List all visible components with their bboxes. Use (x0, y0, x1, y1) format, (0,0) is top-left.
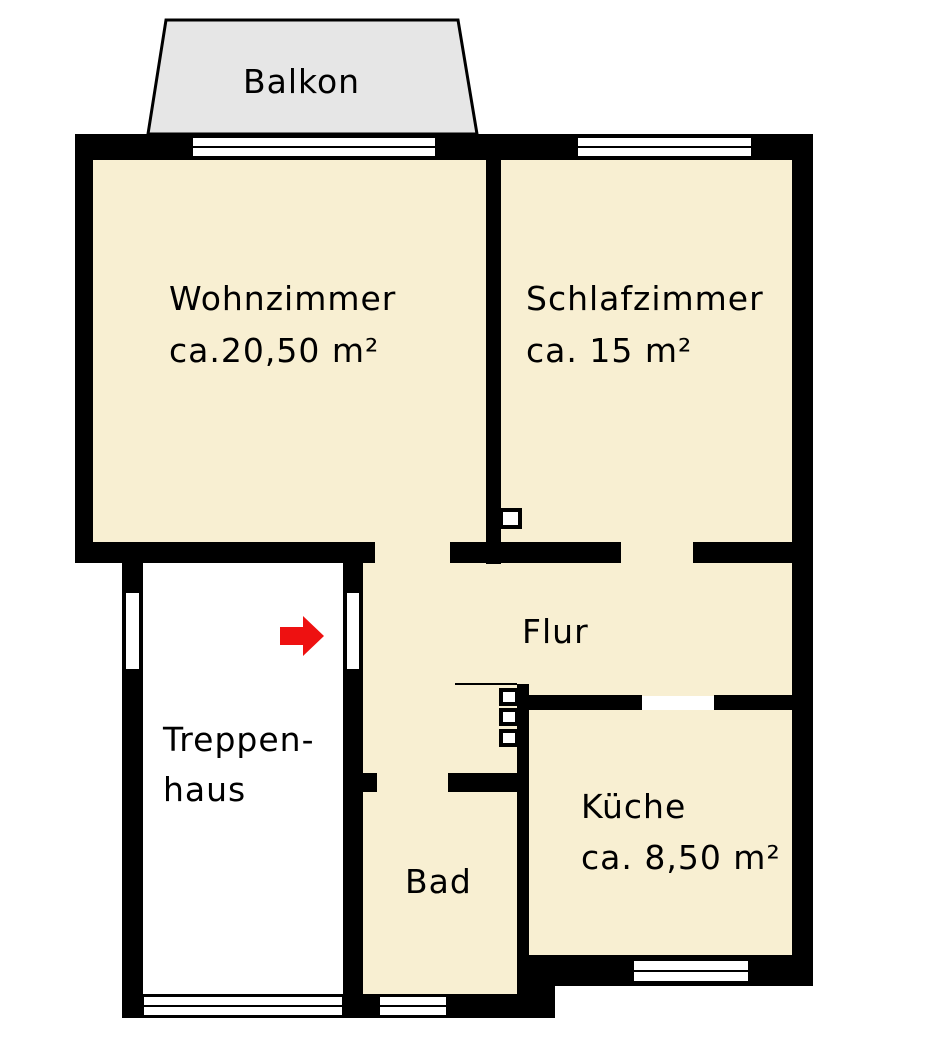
wall (517, 684, 529, 995)
bad-name: Bad (405, 862, 472, 901)
wall (486, 160, 501, 564)
flur-name: Flur (522, 612, 589, 651)
window-bad (378, 995, 448, 1017)
wall (75, 542, 375, 563)
wall (363, 773, 377, 792)
installation-shaft (499, 688, 519, 706)
wall (343, 563, 363, 1018)
window-kueche (632, 959, 750, 983)
wall (693, 542, 792, 563)
shafts (499, 508, 522, 747)
wall (792, 134, 813, 986)
window-treppenhaus-side (124, 591, 141, 671)
labels: Balkon Wohnzimmer ca.20,50 m² Schlafzimm… (162, 62, 781, 901)
treppenhaus-name-line2: haus (163, 770, 246, 809)
floor-wohnzimmer (93, 160, 486, 542)
wall (122, 563, 143, 1018)
windows (124, 136, 753, 1017)
window-schlafzimmer (576, 136, 753, 158)
arrow-right-icon (280, 616, 324, 656)
window-wohnzimmer (191, 136, 437, 158)
kueche-name: Küche (581, 787, 686, 826)
floor-flur-lower (363, 696, 517, 776)
wall (529, 695, 642, 710)
wohnzimmer-area: ca.20,50 m² (169, 331, 379, 370)
floor-schlafzimmer (501, 160, 792, 542)
kueche-area: ca. 8,50 m² (581, 838, 781, 877)
balcony-label: Balkon (243, 62, 360, 101)
wall (450, 542, 621, 563)
floor-kueche (529, 710, 792, 955)
wall (517, 986, 555, 1018)
floor-bad (363, 776, 518, 994)
entrance-door-opening (345, 591, 361, 671)
window-treppenhaus-bottom (142, 995, 344, 1017)
chimney-shaft (499, 508, 522, 529)
floor-flur (363, 542, 792, 696)
wall (714, 695, 792, 710)
wall (448, 773, 518, 792)
installation-shaft (499, 729, 519, 747)
schlafzimmer-name: Schlafzimmer (526, 279, 764, 318)
treppenhaus-name-line1: Treppen- (162, 720, 314, 759)
installation-shaft (499, 708, 519, 726)
schlafzimmer-area: ca. 15 m² (526, 331, 692, 370)
wohnzimmer-name: Wohnzimmer (169, 279, 396, 318)
wall (75, 134, 93, 563)
